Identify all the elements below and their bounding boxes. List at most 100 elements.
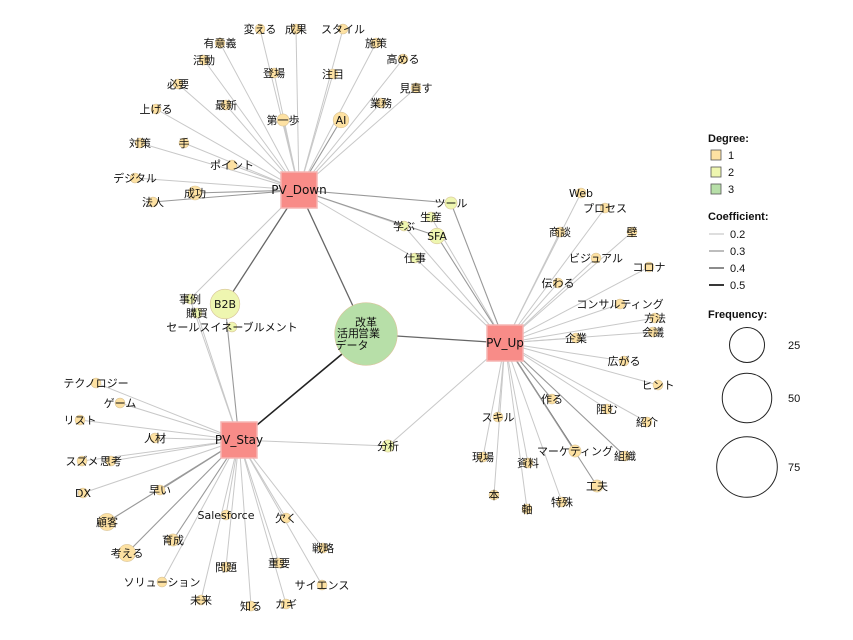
edge-PV_Up-資料 xyxy=(504,342,529,464)
node-label-現場: 現場 xyxy=(472,451,494,464)
node-circle-法人 xyxy=(147,196,159,208)
node-circle-AI xyxy=(332,111,350,129)
degree-swatch-2 xyxy=(710,166,722,178)
node-育成: 育成 xyxy=(162,533,184,547)
node-特殊: 特殊 xyxy=(551,495,573,509)
degree-legend: 123 xyxy=(710,149,734,196)
node-circle-重要 xyxy=(273,557,285,569)
edge-PV_Down-有意義 xyxy=(219,42,300,191)
node-circle-スタイル xyxy=(337,23,349,35)
node-スズメ: スズメ xyxy=(66,454,99,468)
node-カギ: カギ xyxy=(275,598,297,611)
node-マーケティング: マーケティング xyxy=(537,444,613,458)
node-スタイル: スタイル xyxy=(321,23,365,36)
edge-PV_Stay-分析 xyxy=(238,439,389,447)
node-分析: 分析 xyxy=(377,439,399,453)
edge-PV_Up-プロセス xyxy=(504,207,606,344)
coefficient-legend: 0.20.30.40.5 xyxy=(709,229,745,292)
hub-label-PV_Down: PV_Down xyxy=(271,183,326,197)
hub-box-PV_Stay xyxy=(220,421,258,459)
node-label-人材: 人材 xyxy=(144,431,166,445)
edge-PV_Stay-DX xyxy=(82,439,240,494)
edge-PV_Down-デジタル xyxy=(134,177,300,191)
node-label-方法: 方法 xyxy=(644,311,666,325)
hub-label-PV_Up: PV_Up xyxy=(486,336,524,350)
node-circle-ポイント xyxy=(226,159,238,171)
edge-PV_Stay-サイエンス xyxy=(238,439,323,586)
node-label-組織: 組織 xyxy=(614,450,636,463)
edge-PV_Down-注目 xyxy=(298,73,334,191)
node-B2B: B2B xyxy=(209,288,241,320)
node-リスト: リスト xyxy=(64,414,97,427)
node-circle-早い xyxy=(154,484,166,496)
frequency-label-50: 50 xyxy=(788,393,800,405)
node-label-思考: 思考 xyxy=(100,455,122,468)
edge-PV_Down-見直す xyxy=(298,87,417,191)
node-circle-仕事 xyxy=(409,252,421,264)
node-label-デジタル: デジタル xyxy=(113,171,157,185)
node-circle-阻む xyxy=(601,403,613,415)
degree-swatch-3 xyxy=(710,183,722,195)
node-circle-人材 xyxy=(149,432,161,444)
node-業務: 業務 xyxy=(370,96,392,110)
frequency-legend-title: Frequency: xyxy=(708,309,767,321)
node-ヒント: ヒント xyxy=(642,379,675,392)
node-label-見直す: 見直す xyxy=(400,81,433,95)
node-知る: 知る xyxy=(240,599,262,613)
node-circle-最新 xyxy=(220,99,232,111)
degree-legend-title: Degree: xyxy=(708,133,749,145)
node-circle-第一歩 xyxy=(276,113,290,127)
node-label-サイエンス: サイエンス xyxy=(295,579,350,592)
node-label-戦略: 戦略 xyxy=(312,541,334,555)
node-circle-登場 xyxy=(268,67,280,79)
node-label-必要: 必要 xyxy=(167,78,189,91)
node-商談: 商談 xyxy=(549,225,571,239)
node-label-作る: 作る xyxy=(541,393,563,406)
node-生産: 生産 xyxy=(420,210,442,224)
node-label-改革: 改革 xyxy=(355,315,377,329)
node-未来: 未来 xyxy=(190,594,212,607)
edge-PV_Up-現場 xyxy=(482,342,506,458)
edge-PV_Stay-考える xyxy=(126,439,240,554)
node-label-ゲーム: ゲーム xyxy=(104,397,137,410)
node-label-重要: 重要 xyxy=(268,556,290,570)
edge-PV_Up-組織 xyxy=(504,342,626,457)
node-成果: 成果 xyxy=(285,23,307,36)
node-ソリューション: ソリューション xyxy=(124,576,201,589)
edge-PV_Down-成果 xyxy=(295,28,300,191)
node-circle-上げる xyxy=(150,103,162,115)
node-label-テクノロジー: テクノロジー xyxy=(63,377,128,390)
node-必要: 必要 xyxy=(167,78,189,91)
node-戦略: 戦略 xyxy=(312,541,334,555)
node-label-知る: 知る xyxy=(240,599,262,613)
edge-PV_Up-紹介 xyxy=(504,342,648,423)
node-最新: 最新 xyxy=(215,98,237,112)
node-学ぶ: 学ぶ xyxy=(393,219,415,233)
edge-PV_Up-ヒント xyxy=(504,342,659,386)
frequency-circle-75 xyxy=(716,436,778,498)
node-circle-顧客 xyxy=(98,513,116,531)
node-活動: 活動 xyxy=(193,53,215,67)
node-SFA: SFA xyxy=(427,227,447,245)
node-label-会議: 会議 xyxy=(642,325,664,339)
node-label-施策: 施策 xyxy=(365,36,387,50)
node-label-伝わる: 伝わる xyxy=(542,277,575,290)
node-label-軸: 軸 xyxy=(522,502,533,516)
node-label-ソリューション: ソリューション xyxy=(124,576,201,589)
node-label-DX: DX xyxy=(75,487,91,500)
node-本: 本 xyxy=(489,488,500,502)
node-circle-分析 xyxy=(381,439,395,453)
node-label-育成: 育成 xyxy=(162,533,184,547)
node-circle-商談 xyxy=(554,226,566,238)
node-label-コロナ: コロナ xyxy=(633,261,666,274)
degree-label-2: 2 xyxy=(728,167,734,179)
edge-PV_Down-SFA xyxy=(298,189,438,237)
node-Web: Web xyxy=(569,187,593,200)
node-label-AI: AI xyxy=(336,114,347,127)
node-label-法人: 法人 xyxy=(142,195,164,209)
hub-label-PV_Stay: PV_Stay xyxy=(215,433,263,447)
node-circle-ソリューション xyxy=(156,576,168,588)
